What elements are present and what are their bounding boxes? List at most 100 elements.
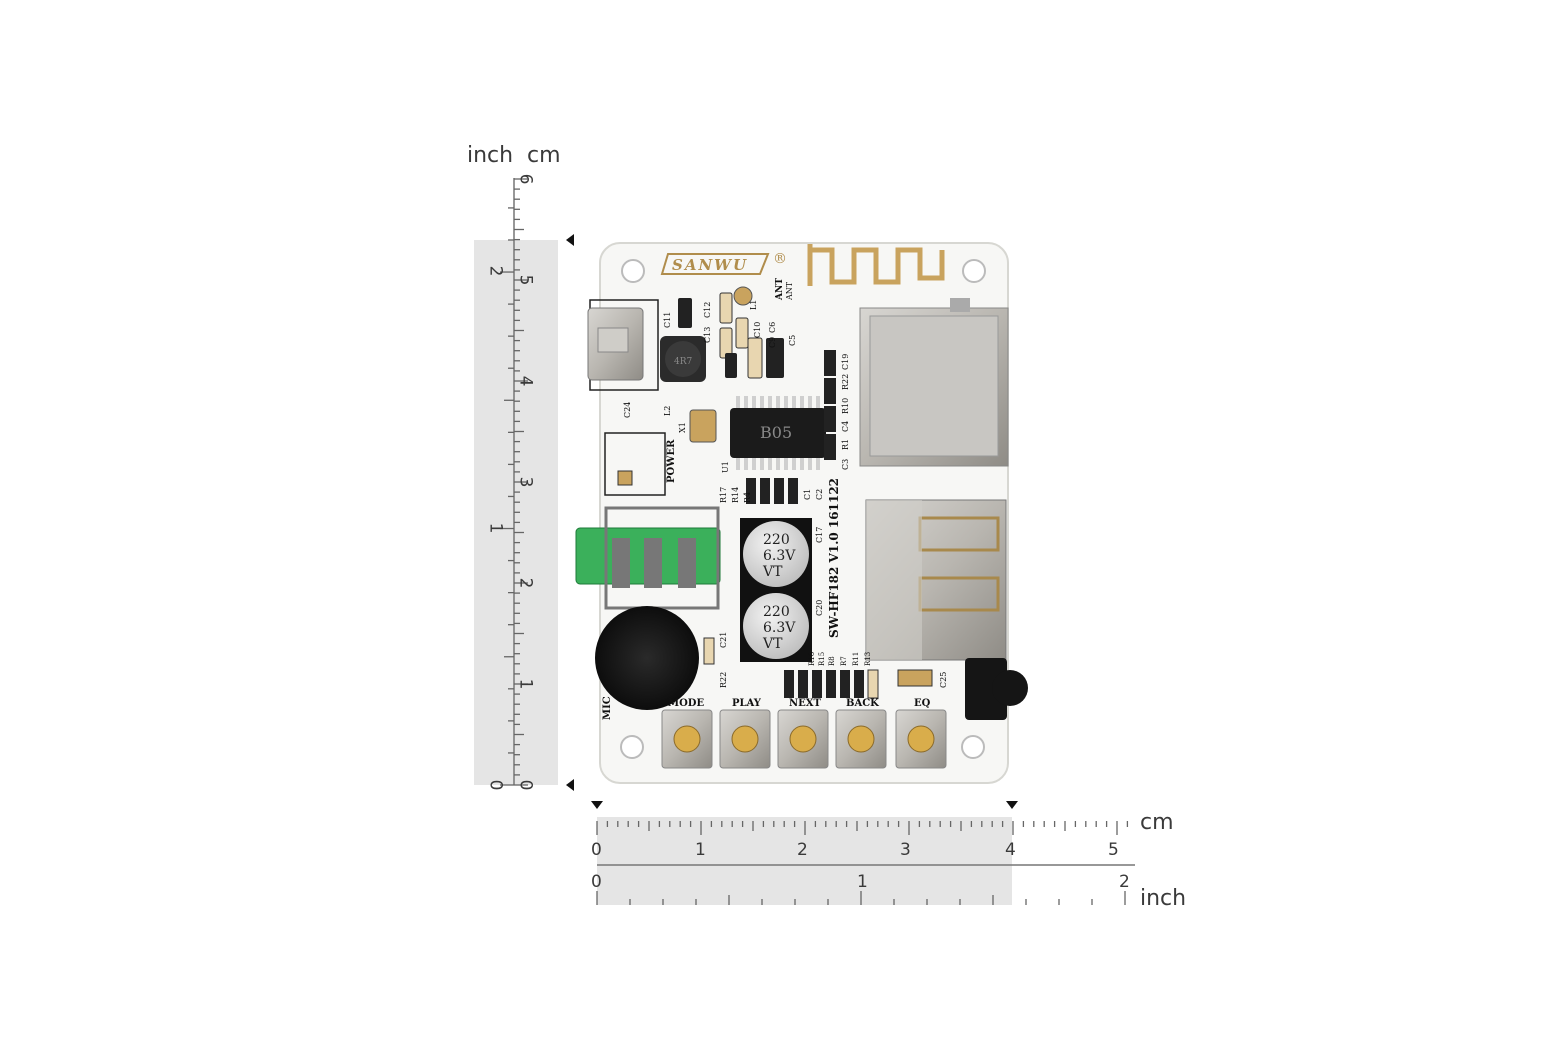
button-label-play: PLAY: [732, 698, 762, 709]
h-inch-label-2: 2: [1119, 872, 1130, 892]
v-cm-label-1: 1: [515, 678, 536, 690]
chip-label: B05: [760, 423, 792, 442]
power-label: POWER: [666, 439, 677, 483]
smd-column-right: [824, 350, 836, 460]
v-cm-label-2: 2: [515, 577, 536, 589]
h-cm-label-3: 3: [900, 840, 911, 860]
horizontal-ruler-right-marker: [1006, 801, 1018, 809]
microphone: [595, 606, 699, 710]
label-r10: R10: [841, 398, 850, 414]
capacitor-c17: [740, 518, 812, 590]
button-label-mode: MODE: [668, 698, 704, 709]
registered-mark: ®: [773, 251, 787, 267]
label-c10: C10: [753, 322, 762, 338]
label-r14: R14: [731, 487, 740, 503]
mic-label: MIC: [602, 696, 613, 720]
v-inch-label-2: 2: [485, 265, 506, 277]
v-cm-label-6: 6: [515, 173, 536, 185]
label-x1: X1: [678, 422, 687, 433]
button-label-eq: EQ: [914, 698, 931, 709]
antenna-trace: [807, 244, 945, 286]
pcb-board-drawing: SANWU ® ANT 4R7 B05 POWER: [575, 242, 1028, 784]
mounting-hole-tr: [962, 259, 986, 283]
ant-label: ANT: [775, 278, 785, 301]
h-cm-label-1: 1: [695, 840, 706, 860]
model-text: SW-HF182 V1.0 161122: [827, 478, 841, 638]
h-cm-label-2: 2: [797, 840, 808, 860]
label-ant: ANT: [785, 281, 794, 301]
cap1-line2: 6.3V: [763, 548, 796, 564]
horizontal-ruler: [591, 801, 1135, 905]
label-r16: R16: [808, 651, 816, 666]
svg-text:4R7: 4R7: [674, 357, 693, 367]
vertical-ruler-top-marker: [566, 234, 574, 246]
label-r8: R8: [828, 656, 836, 666]
label-c9: C9: [768, 337, 777, 348]
main-ic-u1: [730, 408, 826, 458]
v-cm-label-0: 0: [515, 779, 536, 791]
h-inch-label-0: 0: [591, 872, 602, 892]
v-inch-label-0: 0: [485, 779, 506, 791]
label-r7: R7: [840, 656, 848, 666]
tactile-buttons: [661, 709, 947, 769]
label-c11: C11: [663, 312, 672, 328]
cap2-line3: VT: [762, 636, 783, 652]
mounting-hole-bl: [620, 735, 644, 759]
pcb-board: SANWU ® ANT 4R7 B05 POWER: [570, 238, 1040, 786]
label-l2: L2: [663, 406, 672, 416]
button-label-back: BACK: [846, 698, 879, 709]
vertical-ruler-cm-unit: cm: [527, 143, 561, 168]
label-c6: C6: [768, 322, 777, 333]
label-c13: C13: [703, 327, 712, 343]
v-inch-label-1: 1: [485, 522, 506, 534]
label-c25: C25: [939, 672, 948, 688]
label-c4: C4: [841, 421, 850, 432]
h-cm-label-0: 0: [591, 840, 602, 860]
ic-pins: [736, 396, 820, 470]
h-inch-label-1: 1: [857, 872, 868, 892]
power-connector-frame: [604, 432, 666, 496]
label-r11: R11: [852, 652, 860, 666]
label-c12: C12: [703, 302, 712, 318]
mounting-hole-tl: [621, 259, 645, 283]
h-cm-label-5: 5: [1108, 840, 1119, 860]
crystal-x1: [689, 409, 717, 443]
cap2-line2: 6.3V: [763, 620, 796, 636]
ir-receiver: [965, 658, 1007, 720]
v-cm-label-4: 4: [515, 375, 536, 387]
button-label-next: NEXT: [789, 698, 822, 709]
horizontal-ruler-cm-unit: cm: [1140, 810, 1174, 835]
label-c17: C17: [815, 527, 824, 543]
label-r22-bottom: R22: [719, 672, 728, 688]
vertical-ruler-bottom-marker: [566, 779, 574, 791]
vertical-ruler: [474, 178, 574, 791]
label-c24: C24: [623, 402, 632, 418]
label-c20: C20: [815, 600, 824, 616]
mounting-hole-br: [961, 735, 985, 759]
sanwu-logo-frame: [660, 253, 770, 275]
label-r22-top: R22: [841, 374, 850, 390]
label-r4: R4: [743, 492, 752, 503]
label-r17: R17: [719, 487, 728, 503]
sanwu-logo-text: SANWU: [672, 256, 748, 274]
v-cm-label-3: 3: [515, 476, 536, 488]
vertical-ruler-inch-unit: inch: [467, 143, 514, 168]
cap1-line3: VT: [762, 564, 783, 580]
label-r1: R1: [841, 439, 850, 450]
label-u1: U1: [721, 461, 730, 473]
label-l1: L1: [749, 300, 758, 310]
label-c1: C1: [803, 489, 812, 500]
label-c2: C2: [815, 489, 824, 500]
label-r13: R13: [864, 652, 872, 666]
capacitor-c20: [740, 590, 812, 662]
smd-row-bottom: [703, 637, 879, 699]
label-c19: C19: [841, 354, 850, 370]
cap1-line1: 220: [763, 532, 790, 548]
horizontal-ruler-left-marker: [591, 801, 603, 809]
h-cm-label-4: 4: [1005, 840, 1016, 860]
horizontal-ruler-inch-unit: inch: [1140, 886, 1187, 911]
label-c21: C21: [719, 632, 728, 648]
smd-cluster-top: [678, 286, 784, 379]
label-c3: C3: [841, 459, 850, 470]
label-c5: C5: [788, 335, 797, 346]
